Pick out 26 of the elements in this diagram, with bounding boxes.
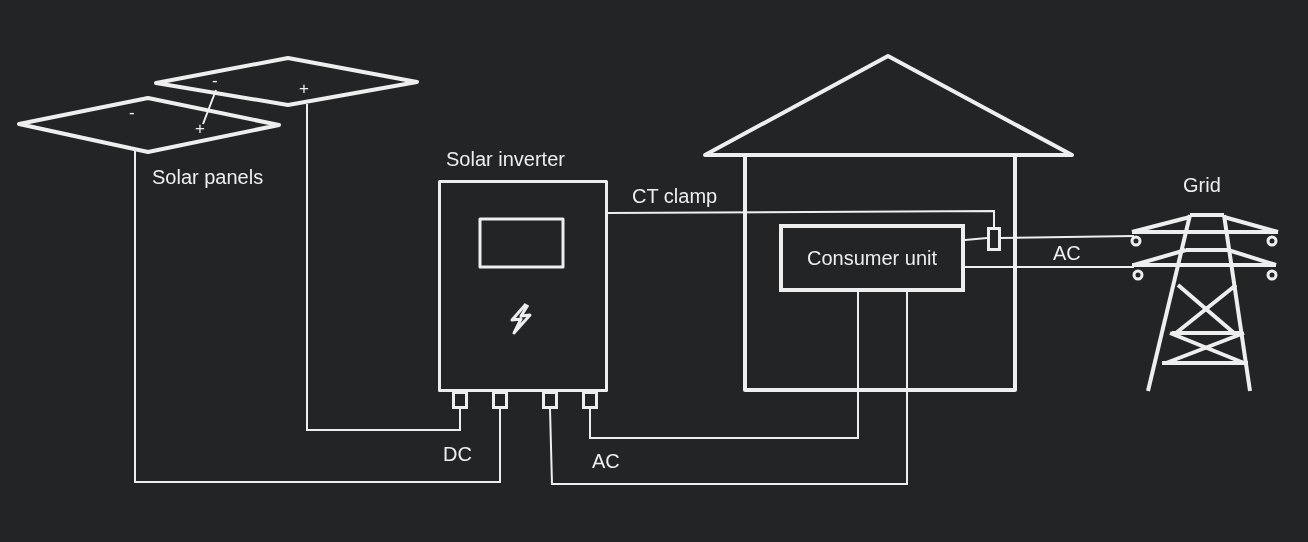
polarity-mark: -	[212, 70, 218, 92]
consumer-unit-box: Consumer unit	[779, 224, 965, 292]
terminal-port	[582, 391, 598, 409]
wire-label: DC	[443, 443, 472, 465]
terminal-port	[492, 391, 508, 409]
wire	[306, 103, 461, 431]
polarity-mark: -	[129, 102, 135, 124]
wire	[607, 210, 995, 228]
caption: Solar panels	[152, 166, 264, 188]
wire-label: AC	[592, 450, 620, 472]
device-heading: Solar inverter	[446, 148, 565, 170]
grid-heading: Grid	[1183, 174, 1221, 196]
wire	[549, 291, 908, 485]
wire	[589, 291, 859, 439]
edge-label: CT clamp	[630, 185, 720, 207]
terminal-port	[452, 391, 468, 409]
polarity-mark: +	[299, 78, 309, 100]
wire	[964, 266, 1135, 268]
wire	[1000, 235, 1135, 239]
wire	[202, 89, 217, 125]
wire	[964, 237, 988, 241]
ct-clamp-sensor	[987, 227, 1001, 251]
wire-label: AC	[1053, 242, 1081, 264]
polarity-mark: +	[195, 118, 205, 140]
terminal-port	[542, 391, 558, 409]
wire	[134, 148, 501, 483]
